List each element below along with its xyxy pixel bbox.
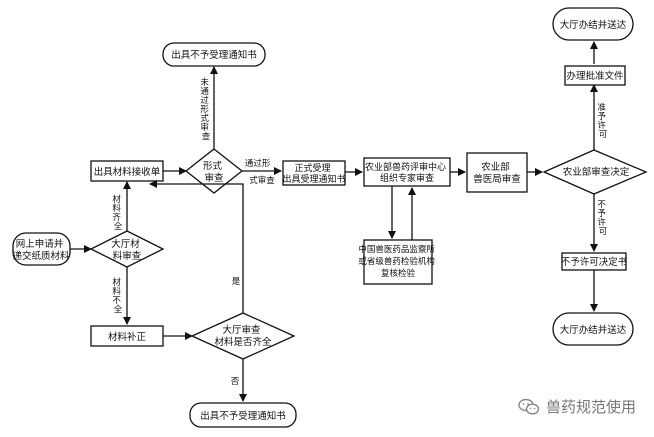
supplement-text: 材料补正 bbox=[108, 331, 147, 343]
node-receive bbox=[90, 160, 164, 182]
node-expert-review bbox=[363, 157, 451, 187]
edge-hall-to-receive bbox=[149, 180, 244, 313]
receive-text: 出具材料接收单 bbox=[94, 166, 161, 178]
accept-text: 正式受理 出具受理通知书 bbox=[282, 162, 345, 185]
label-permit: 准 予 许 可 bbox=[597, 102, 608, 140]
finish-bottom-text: 大厅办结并送达 bbox=[560, 324, 627, 336]
node-accept bbox=[282, 160, 346, 186]
apply-online-text: 网上申请并 递交纸质材料 bbox=[12, 238, 70, 262]
reject-bottom-text: 出具不予受理通知书 bbox=[200, 410, 286, 422]
watermark: 兽药规范使用 bbox=[518, 396, 636, 417]
node-check-complete bbox=[89, 230, 165, 268]
bureau-review-text: 农业部 兽医局审查 bbox=[473, 161, 521, 185]
label-passed-form: 通过形 式审查 bbox=[245, 158, 275, 186]
label-failed-form: 未 通 过 形 式 审 查 bbox=[200, 77, 211, 142]
node-hall-check bbox=[190, 312, 296, 360]
wechat-icon bbox=[518, 398, 540, 415]
form-check-text: 形式 审查 bbox=[203, 160, 225, 184]
label-complete: 材 料 齐 全 bbox=[112, 194, 123, 232]
approval-doc-text: 办理批准文件 bbox=[566, 70, 624, 82]
node-reject-bottom bbox=[189, 402, 297, 428]
watermark-text: 兽药规范使用 bbox=[545, 398, 636, 416]
node-lab-review bbox=[363, 239, 433, 285]
node-form-check bbox=[184, 148, 244, 194]
check-complete-text: 大厅材 料审查 bbox=[111, 238, 143, 262]
lab-review-text: 中国兽医药品监察所 或省级兽药检验机构 复核检验 bbox=[358, 244, 437, 279]
label-no: 否 bbox=[231, 377, 240, 387]
label-incomplete: 材 料 不 全 bbox=[112, 277, 123, 315]
node-reject-decision bbox=[561, 252, 627, 271]
finish-top-text: 大厅办结并送达 bbox=[560, 19, 627, 31]
label-deny: 不 予 许 可 bbox=[597, 200, 608, 237]
node-finish-bottom bbox=[552, 312, 634, 346]
expert-review-text: 农业部兽药评审中心 组织专家审查 bbox=[365, 161, 449, 184]
node-ministry-decision bbox=[542, 149, 648, 195]
node-apply-online bbox=[12, 232, 71, 266]
reject-top-text: 出具不予受理通知书 bbox=[171, 49, 257, 61]
node-approval-doc bbox=[564, 65, 626, 86]
label-yes: 是 bbox=[232, 277, 241, 287]
hall-check-text: 大厅审查 材料是否齐全 bbox=[214, 324, 272, 348]
reject-decision-text: 不予许可决定书 bbox=[561, 256, 628, 268]
ministry-decision-text: 农业部审查决定 bbox=[563, 166, 630, 178]
node-finish-top bbox=[552, 7, 634, 41]
node-supplement bbox=[90, 325, 164, 347]
node-bureau-review bbox=[466, 152, 528, 193]
node-reject-top bbox=[162, 42, 266, 67]
